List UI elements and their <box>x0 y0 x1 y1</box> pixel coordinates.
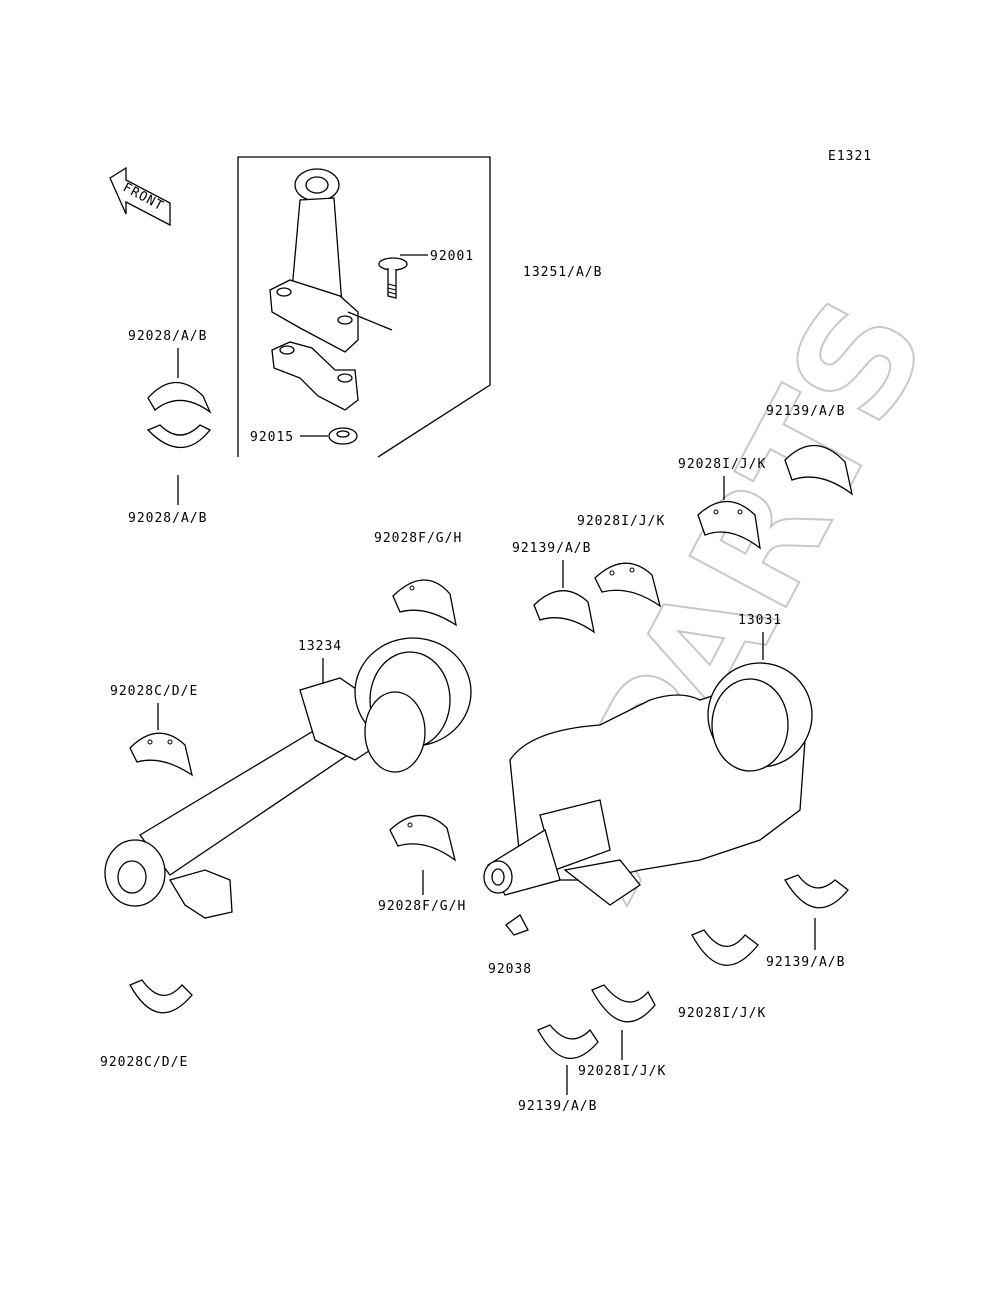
woodruff-key <box>505 914 529 936</box>
crankshaft <box>483 662 813 906</box>
label-92139-mid: 92139/A/B <box>512 541 591 556</box>
bearing-shell-92028ab-lower <box>146 424 212 449</box>
label-92028fgh-bottom: 92028F/G/H <box>378 899 466 914</box>
diagram-code: E1321 <box>828 149 872 164</box>
bearing-shell-92028ab-upper <box>147 381 212 414</box>
label-92139-top: 92139/A/B <box>766 404 845 419</box>
connecting-rod <box>269 168 393 411</box>
label-92028ijk-bottom: 92028I/J/K <box>578 1064 666 1079</box>
label-92028ijk-top1: 92028I/J/K <box>678 457 766 472</box>
bearing-shell-92028ijk-top2 <box>594 562 662 608</box>
label-92001: 92001 <box>430 249 474 264</box>
bearing-shell-92139-bottom <box>537 1024 599 1059</box>
front-arrow-icon: FRONT <box>109 166 171 227</box>
bearing-shell-92028ijk-top1 <box>697 501 761 550</box>
bearing-shell-92139-mid <box>533 590 595 634</box>
conrod-bolt <box>378 257 408 299</box>
label-92028cde-top: 92028C/D/E <box>110 684 198 699</box>
label-92028ijk-right: 92028I/J/K <box>678 1006 766 1021</box>
bearing-shell-92028cde-top <box>129 732 194 777</box>
conrod-assembly-box <box>237 156 491 458</box>
label-92015: 92015 <box>250 430 294 445</box>
bearing-shell-92028fgh-top <box>392 579 457 627</box>
bearing-shell-92028cde-bottom <box>129 979 193 1014</box>
label-13031: 13031 <box>738 613 782 628</box>
bearing-shell-92028ijk-right <box>691 929 759 966</box>
conrod-nut <box>328 427 358 445</box>
label-92139-bottom: 92139/A/B <box>518 1099 597 1114</box>
label-92028cde-bottom: 92028C/D/E <box>100 1055 188 1070</box>
label-92028ab-top: 92028/A/B <box>128 329 207 344</box>
bearing-shell-92028fgh-bottom <box>389 814 457 862</box>
label-92139-right: 92139/A/B <box>766 955 845 970</box>
label-92038: 92038 <box>488 962 532 977</box>
label-92028ab-bottom: 92028/A/B <box>128 511 207 526</box>
bearing-shell-92028ijk-bottom <box>591 984 656 1023</box>
label-92028fgh-top: 92028F/G/H <box>374 531 462 546</box>
label-92028ijk-top2: 92028I/J/K <box>577 514 665 529</box>
label-13251: 13251/A/B <box>523 265 602 280</box>
bearing-shell-92139-right <box>784 874 849 909</box>
balancer-shaft <box>104 637 472 919</box>
bearing-shell-92139-top <box>784 444 854 496</box>
label-13234: 13234 <box>298 639 342 654</box>
